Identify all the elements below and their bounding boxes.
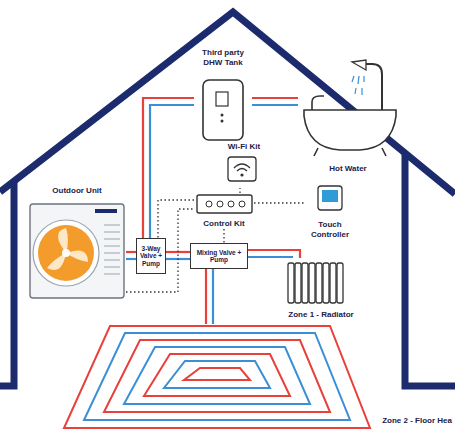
valve-box: Mixing Valve + Pump	[190, 243, 248, 269]
node-label: 3-Way Valve + Pump	[137, 245, 165, 268]
coil-loop	[184, 368, 250, 380]
node-label: Wi-Fi Kit	[200, 142, 288, 152]
water-pipe	[206, 269, 213, 324]
control-kit: Control Kit	[194, 193, 254, 229]
pipe-line	[143, 98, 194, 238]
outdoor-unit	[30, 204, 124, 298]
bath: Hot Water	[298, 56, 398, 174]
wifi-kit: Wi-Fi Kit	[220, 142, 268, 188]
node-label: Zone 1 - Radiator	[260, 310, 382, 320]
node-label: Third party DHW Tank	[195, 48, 251, 68]
pipe-line	[252, 97, 298, 99]
bath	[304, 60, 396, 156]
control-wire	[254, 203, 306, 204]
control-wire	[240, 188, 241, 193]
coil-loop	[84, 333, 350, 420]
water-pipe	[252, 98, 298, 105]
floor-coil	[64, 326, 370, 428]
node-label: Zone 2 - Floor Hea	[382, 416, 452, 426]
control-kit-box	[197, 195, 252, 213]
water-pipe	[248, 250, 300, 258]
node-label: Mixing Valve + Pump	[191, 249, 247, 264]
coil-loop	[164, 361, 270, 388]
node-label: Control Kit	[174, 219, 274, 229]
pipe-line	[248, 250, 300, 258]
node-label: Touch Controller	[306, 220, 354, 240]
outdoor-unit: Outdoor Unit	[28, 186, 126, 300]
pipe-line	[252, 104, 298, 106]
node-label: Outdoor Unit	[8, 186, 146, 196]
dotted-line	[254, 202, 306, 203]
valve-box: 3-Way Valve + Pump	[136, 238, 166, 274]
dotted-line	[158, 200, 194, 238]
touch-controller-icon	[318, 186, 342, 210]
dotted-line	[126, 209, 194, 292]
floor-heating: Zone 2 - Floor Hea	[60, 324, 452, 430]
control-wire	[224, 229, 225, 243]
coil-loop	[144, 354, 290, 396]
water-pipe	[126, 252, 136, 259]
dotted-line	[223, 229, 224, 243]
coil-loop	[124, 347, 310, 404]
dotted-line	[239, 188, 240, 193]
node-label: Hot Water	[278, 164, 418, 174]
dhw-tank: Third party DHW Tank	[194, 48, 252, 142]
pipe-line	[126, 258, 136, 260]
water-pipe	[143, 98, 194, 238]
pipe-line	[212, 269, 214, 324]
pipe-line	[205, 269, 207, 324]
coil-loop	[64, 326, 370, 428]
radiator	[288, 263, 343, 303]
house-outline	[0, 12, 455, 386]
control-wire	[126, 209, 194, 292]
pipe-line	[150, 105, 194, 238]
control-wire	[158, 200, 194, 238]
dhw-tank	[203, 80, 243, 140]
wifi-icon	[228, 157, 256, 181]
pipe-line	[126, 251, 136, 253]
radiator: Zone 1 - Radiator	[280, 258, 362, 320]
pipe-line	[248, 257, 292, 258]
coil-loop	[104, 340, 330, 412]
touch-controller: Touch Controller	[306, 184, 354, 240]
